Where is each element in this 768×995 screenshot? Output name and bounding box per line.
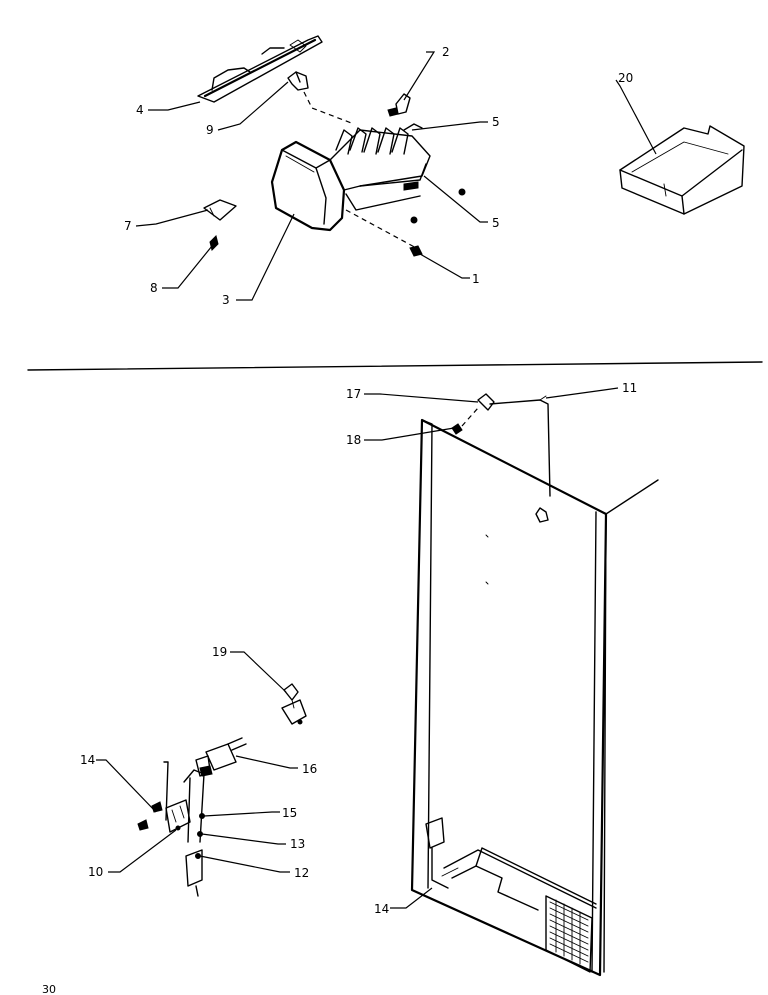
door-dispenser-area: [425, 817, 597, 911]
callout-5-lower: 5: [492, 216, 500, 230]
callout-labels: 1 2 3 4 5 5 7 8 9 10 11 12 13 14 14 15 1…: [80, 45, 637, 916]
door-grille: [545, 895, 593, 973]
part-20-ice-bin: [619, 125, 745, 215]
part-2-clip: [387, 93, 411, 117]
part-17-fitting: [477, 393, 495, 411]
callout-13: 13: [290, 837, 305, 851]
callout-8: 8: [150, 281, 158, 295]
callout-18: 18: [346, 433, 361, 447]
page-number: 30: [42, 983, 56, 995]
leader-lines: [96, 51, 657, 909]
callout-3: 3: [222, 293, 230, 307]
part-19-switch: [281, 683, 307, 725]
part-4-harness: [197, 35, 323, 103]
callout-20: 20: [618, 71, 633, 85]
assembly-line-bottom: [345, 209, 421, 251]
callout-12: 12: [294, 866, 309, 880]
screw-2: [410, 216, 418, 224]
callout-7: 7: [124, 219, 132, 233]
section-divider: [27, 361, 763, 371]
part-18-grommet: [451, 423, 463, 435]
screw-3: [409, 245, 423, 257]
part-9-clip: [287, 71, 309, 91]
part-11-water-tube: [489, 395, 551, 523]
callout-4: 4: [136, 103, 144, 117]
callout-19: 19: [212, 645, 227, 659]
ice-mold: [329, 123, 431, 211]
callout-10: 10: [88, 865, 103, 879]
callout-15: 15: [282, 806, 297, 820]
callout-1: 1: [472, 272, 480, 286]
part-3-housing: [270, 140, 346, 232]
callout-2: 2: [442, 45, 450, 59]
assembly-line-tube: [461, 407, 479, 427]
callout-5-upper: 5: [492, 115, 500, 129]
dispenser-switch-assembly: [137, 755, 211, 897]
assembly-line-harness: [303, 91, 355, 125]
callout-9: 9: [206, 123, 214, 137]
part-7-bracket: [203, 199, 237, 221]
screw-1: [458, 188, 466, 196]
callout-14-left: 14: [80, 753, 95, 767]
callout-17: 17: [346, 387, 361, 401]
callout-16: 16: [302, 762, 317, 776]
callout-11: 11: [622, 381, 637, 395]
callout-14-door: 14: [374, 902, 389, 916]
door-panel: [410, 418, 659, 977]
